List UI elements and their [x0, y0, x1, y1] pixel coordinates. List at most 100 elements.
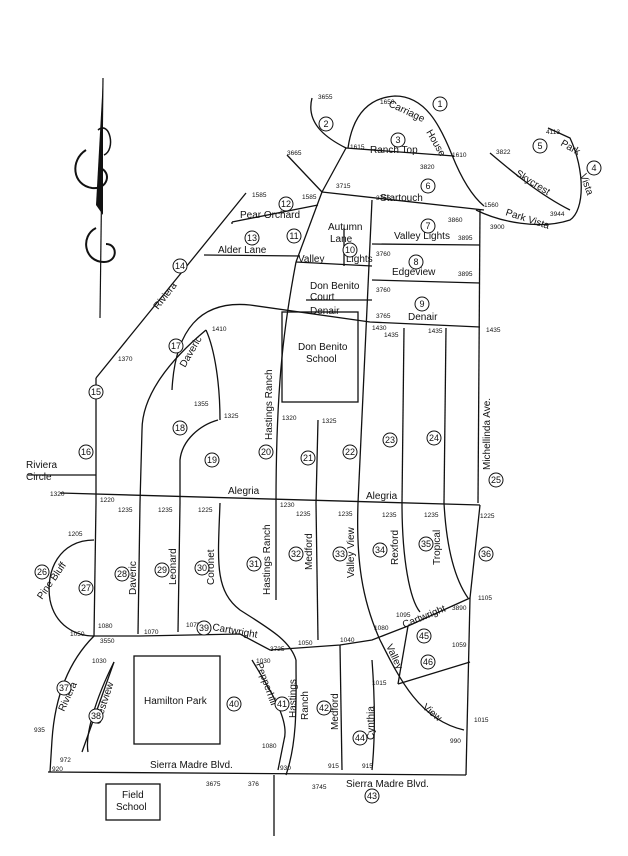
- svg-text:22: 22: [345, 447, 355, 457]
- addr: 1225: [480, 513, 495, 520]
- daveric-upper[interactable]: [139, 329, 207, 504]
- riviera-upper[interactable]: [95, 192, 247, 379]
- svg-text:31: 31: [249, 559, 259, 569]
- block-marker-35: 35: [418, 536, 434, 552]
- addr: 4113: [546, 129, 560, 136]
- block-marker-27: 27: [78, 580, 94, 596]
- block-marker-19: 19: [204, 452, 220, 468]
- label-tropical: Tropical: [432, 530, 443, 565]
- label-startouch: Startouch: [380, 193, 423, 204]
- block-marker-16: 16: [78, 444, 94, 460]
- addr: 3675: [206, 781, 221, 788]
- label-don-benito-school-2: School: [306, 354, 337, 365]
- addr: 1320: [50, 491, 65, 498]
- addr: 1050: [70, 631, 85, 638]
- streets: [28, 95, 582, 836]
- label-alder-lane: Alder Lane: [218, 245, 267, 256]
- label-lights: Lights: [346, 254, 373, 265]
- label-medford-mid: Medford: [304, 533, 315, 570]
- label-park-vista-road: Park Vista: [504, 207, 551, 232]
- addr: 1320: [282, 415, 297, 422]
- svg-text:42: 42: [319, 703, 329, 713]
- label-pear-orchard: Pear Orchard: [240, 210, 300, 221]
- block-marker-29: 29: [154, 562, 170, 578]
- cartwright-road[interactable]: [94, 597, 471, 651]
- pear-orchard-road[interactable]: [231, 204, 319, 223]
- svg-text:3: 3: [395, 135, 400, 145]
- block-marker-3: 3: [390, 132, 406, 148]
- addr: 3745: [312, 784, 327, 791]
- skycrest-road[interactable]: [489, 152, 571, 211]
- sierra-madre-blvd[interactable]: [47, 771, 467, 776]
- addr: 1220: [100, 497, 115, 504]
- block-marker-5: 5: [532, 138, 548, 154]
- svg-text:29: 29: [157, 565, 167, 575]
- alegria-road[interactable]: [59, 492, 481, 506]
- label-skycrest: Skycrest: [513, 168, 552, 198]
- svg-text:32: 32: [291, 549, 301, 559]
- block-marker-8: 8: [408, 254, 424, 270]
- svg-text:2: 2: [323, 119, 328, 129]
- block-marker-36: 36: [478, 546, 494, 562]
- addr: 1059: [452, 642, 467, 649]
- addr: 3820: [420, 164, 435, 171]
- hamilton-park-block: [133, 655, 221, 745]
- label-don-benito-court-1: Don Benito: [310, 281, 360, 292]
- block-marker-14: 14: [172, 258, 188, 274]
- block-marker-22: 22: [342, 444, 358, 460]
- addr: 1235: [382, 512, 397, 519]
- label-valley-view-mid: Valley View: [346, 526, 357, 578]
- svg-text:1: 1: [437, 99, 442, 109]
- addr: 1235: [118, 507, 133, 514]
- startouch-road[interactable]: [321, 191, 485, 211]
- park-vista-road[interactable]: [475, 127, 582, 226]
- denair-road[interactable]: [171, 303, 481, 391]
- svg-text:15: 15: [91, 387, 101, 397]
- addr: 3895: [458, 235, 473, 242]
- label-riviera-circle-2: Circle: [26, 472, 52, 483]
- block-marker-23: 23: [382, 432, 398, 448]
- don-benito-school-block: [281, 311, 359, 403]
- addr: 1235: [424, 512, 439, 519]
- svg-text:37: 37: [59, 683, 69, 693]
- label-cartwright-left: Cartwright: [211, 622, 258, 641]
- svg-text:17: 17: [171, 341, 181, 351]
- valley-view-upper[interactable]: [321, 147, 347, 193]
- alder-lane-road[interactable]: [203, 254, 301, 257]
- edgeview-road[interactable]: [371, 279, 481, 284]
- addr: 1615: [350, 144, 365, 151]
- label-park: Park: [559, 138, 583, 158]
- block-marker-13: 13: [244, 230, 260, 246]
- svg-text:12: 12: [281, 199, 291, 209]
- ranch-top-road[interactable]: [345, 147, 455, 157]
- addr: 1325: [224, 413, 239, 420]
- svg-text:18: 18: [175, 423, 185, 433]
- block-marker-46: 46: [420, 654, 436, 670]
- addr: 1650: [380, 99, 395, 106]
- carriage-house-road[interactable]: [347, 95, 485, 207]
- addr: 972: [60, 757, 71, 764]
- label-hamilton-park: Hamilton Park: [144, 696, 208, 707]
- block-marker-30: 30: [194, 560, 210, 576]
- label-field-school-2: School: [116, 802, 147, 813]
- addr: 1430: [372, 325, 387, 332]
- label-michellinda: Michellinda Ave.: [482, 398, 493, 470]
- addr: 915: [328, 763, 339, 770]
- addr: 1230: [280, 502, 295, 509]
- addr: 3890: [452, 605, 467, 612]
- block-marker-7: 7: [420, 218, 436, 234]
- block-marker-26: 26: [34, 564, 50, 580]
- pine-bluff-road[interactable]: [48, 539, 95, 637]
- label-valley-lights: Valley Lights: [394, 231, 450, 242]
- svg-text:24: 24: [429, 433, 439, 443]
- addr: 1560: [484, 202, 499, 209]
- svg-text:19: 19: [207, 455, 217, 465]
- valley-lights-road[interactable]: [295, 261, 373, 267]
- block-marker-34: 34: [372, 542, 388, 558]
- road-3665[interactable]: [286, 154, 323, 193]
- road-to-3655[interactable]: [310, 97, 347, 149]
- label-pepperhill: Pepperhill: [253, 661, 279, 707]
- svg-text:5: 5: [537, 141, 542, 151]
- block-marker-4: 4: [586, 160, 602, 176]
